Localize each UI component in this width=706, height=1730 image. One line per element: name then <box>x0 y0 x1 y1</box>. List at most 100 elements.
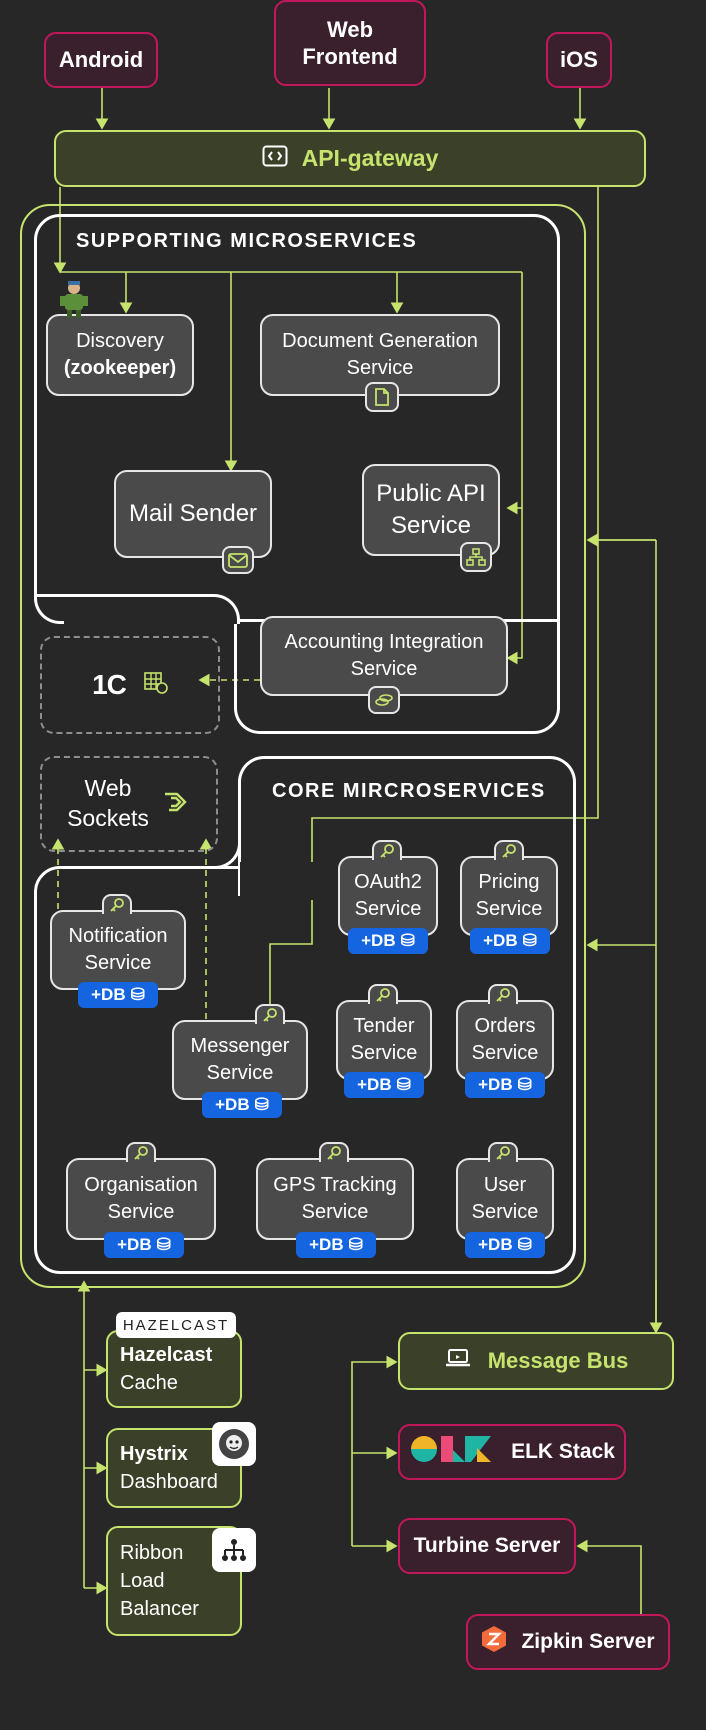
db-label: +DB <box>478 1075 513 1094</box>
messenger-label-line2: Service <box>206 1062 274 1084</box>
websockets-label-line1: Web <box>84 775 132 802</box>
user-service[interactable]: User Service <box>456 1158 554 1240</box>
discovery-service[interactable]: Discovery (zookeeper) <box>46 314 194 396</box>
zipkin-server-label: Zipkin Server <box>521 1630 655 1653</box>
key-icon <box>126 1142 156 1162</box>
turbine-server[interactable]: Turbine Server <box>398 1518 576 1574</box>
hazelcast-logo-text: HAZELCAST <box>122 1316 230 1334</box>
websockets-label: Web Sockets <box>67 774 149 834</box>
db-label: +DB <box>361 931 396 950</box>
messenger-service[interactable]: Messenger Service <box>172 1020 308 1100</box>
organisation-label-line1: Organisation <box>84 1174 198 1196</box>
hystrix-label-line1: Hystrix <box>120 1443 188 1465</box>
notification-label-line1: Notification <box>68 925 168 947</box>
turbine-server-label: Turbine Server <box>413 1534 561 1557</box>
public-api-label-line2: Service <box>390 512 472 539</box>
gps-tracking-service[interactable]: GPS Tracking Service <box>256 1158 414 1240</box>
hazelcast-label-line2: Cache <box>120 1372 178 1394</box>
db-label: +DB <box>91 985 126 1004</box>
database-icon: ⛁ <box>130 985 145 1004</box>
websocket-icon <box>163 790 191 819</box>
db-label: +DB <box>357 1075 392 1094</box>
organisation-service[interactable]: Organisation Service <box>66 1158 216 1240</box>
notification-label-line2: Service <box>84 952 152 974</box>
document-icon <box>365 382 399 412</box>
database-icon: ⛁ <box>396 1075 411 1094</box>
api-gateway[interactable]: API-gateway <box>54 130 646 187</box>
mail-sender-service[interactable]: Mail Sender <box>114 470 272 558</box>
message-bus[interactable]: Message Bus <box>398 1332 674 1390</box>
key-icon <box>368 984 398 1004</box>
zipkin-logo-icon <box>481 1625 507 1659</box>
ribbon-label-line2: Load <box>120 1570 165 1592</box>
supporting-microservices-title: SUPPORTING MICROSERVICES <box>76 230 418 252</box>
web-frontend-client[interactable]: Web Frontend <box>274 0 426 86</box>
pricing-db-badge: +DB⛁ <box>470 928 550 954</box>
hazelcast-logo: HAZELCAST <box>116 1312 236 1338</box>
api-gateway-label: API-gateway <box>301 145 439 171</box>
discovery-label: Discovery <box>76 330 164 352</box>
ios-label: iOS <box>560 47 598 73</box>
accounting-label-line2: Service <box>350 658 418 680</box>
db-label: +DB <box>309 1235 344 1254</box>
pricing-service[interactable]: Pricing Service <box>460 856 558 936</box>
hystrix-logo-icon <box>212 1422 256 1466</box>
tender-db-badge: +DB⛁ <box>344 1072 424 1098</box>
key-icon <box>319 1142 349 1162</box>
websockets-label-line2: Sockets <box>67 805 149 831</box>
laptop-icon <box>444 1348 472 1374</box>
ribbon-label-line1: Ribbon <box>120 1542 184 1564</box>
db-label: +DB <box>215 1095 250 1114</box>
database-icon: ⛁ <box>517 1235 532 1254</box>
database-icon: ⛁ <box>254 1095 269 1114</box>
database-icon: ⛁ <box>517 1075 532 1094</box>
db-label: +DB <box>478 1235 513 1254</box>
orders-label-line2: Service <box>471 1042 539 1064</box>
supporting-group-inner-corner <box>34 594 240 624</box>
tender-label-line1: Tender <box>353 1015 415 1037</box>
network-icon <box>460 542 492 572</box>
database-icon: ⛁ <box>156 1235 171 1254</box>
pricing-label-line1: Pricing <box>478 871 540 893</box>
load-balancer-icon <box>212 1528 256 1572</box>
supporting-group-mask <box>37 594 237 624</box>
websockets-external-system[interactable]: Web Sockets <box>40 756 218 852</box>
ribbon-label: Ribbon Load Balancer <box>120 1539 199 1623</box>
gps-label-line1: GPS Tracking <box>273 1174 397 1196</box>
web-frontend-label-line1: Web <box>326 16 374 42</box>
public-api-service[interactable]: Public API Service <box>362 464 500 556</box>
ribbon-label-line3: Balancer <box>120 1598 199 1620</box>
gps-label-line2: Service <box>301 1201 369 1223</box>
elk-stack-label: ELK Stack <box>511 1440 615 1463</box>
oauth2-service[interactable]: OAuth2 Service <box>338 856 438 936</box>
hystrix-label: Hystrix Dashboard <box>120 1440 218 1496</box>
oauth2-label-line1: OAuth2 <box>354 871 422 893</box>
elk-stack[interactable]: ELK Stack <box>398 1424 626 1480</box>
user-label-line2: Service <box>471 1201 539 1223</box>
core-microservices-title: CORE MIRCROSERVICES <box>272 780 546 802</box>
onec-external-system[interactable]: 1C <box>40 636 220 734</box>
user-label-line1: User <box>483 1174 527 1196</box>
hazelcast-cache[interactable]: Hazelcast Cache <box>106 1330 242 1408</box>
organisation-db-badge: +DB⛁ <box>104 1232 184 1258</box>
notification-service[interactable]: Notification Service <box>50 910 186 990</box>
user-db-badge: +DB⛁ <box>465 1232 545 1258</box>
discovery-sublabel: (zookeeper) <box>63 357 177 379</box>
android-client[interactable]: Android <box>44 32 158 88</box>
docgen-label-line2: Service <box>346 357 414 379</box>
notification-db-badge: +DB⛁ <box>78 982 158 1008</box>
database-icon: ⛁ <box>400 931 415 950</box>
ios-client[interactable]: iOS <box>546 32 612 88</box>
pricing-label-line2: Service <box>475 898 543 920</box>
key-icon <box>372 840 402 860</box>
hystrix-label-line2: Dashboard <box>120 1471 218 1493</box>
key-icon <box>488 1142 518 1162</box>
tender-service[interactable]: Tender Service <box>336 1000 432 1080</box>
orders-service[interactable]: Orders Service <box>456 1000 554 1080</box>
zipkin-server[interactable]: Zipkin Server <box>466 1614 670 1670</box>
oauth2-db-badge: +DB⛁ <box>348 928 428 954</box>
docgen-label-line1: Document Generation <box>282 330 478 352</box>
supporting-microservices-group-tail <box>234 594 560 734</box>
accounting-integration-service[interactable]: Accounting Integration Service <box>260 616 508 696</box>
